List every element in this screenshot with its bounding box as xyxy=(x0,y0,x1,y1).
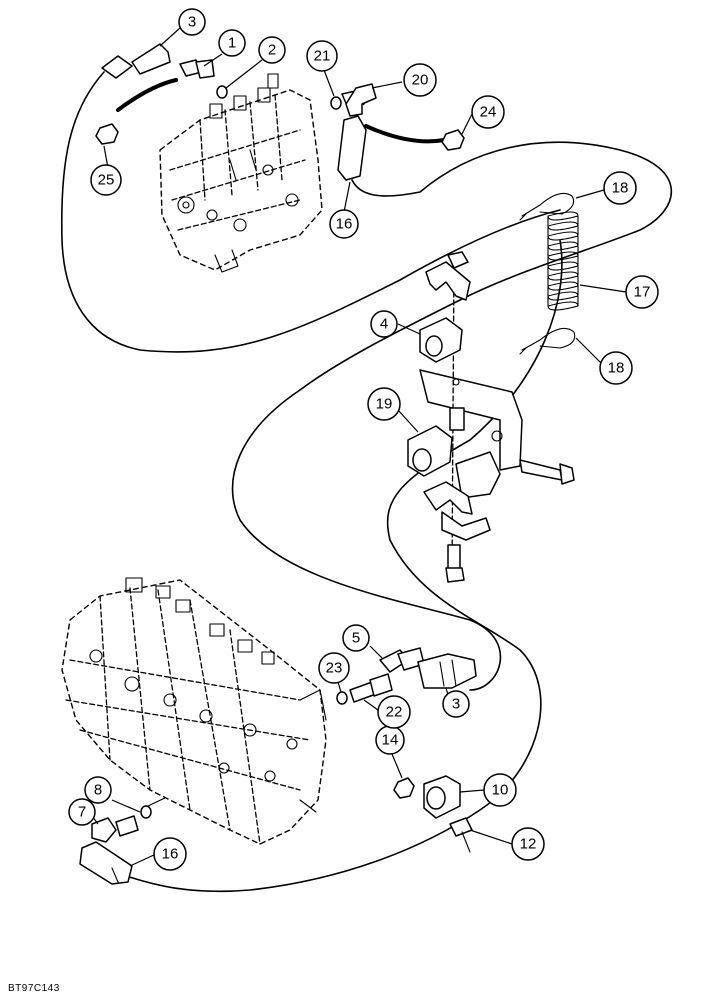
callout-1-label: 1 xyxy=(228,35,236,52)
callout-8: 8 xyxy=(84,776,112,804)
callout-20: 20 xyxy=(403,63,437,97)
callout-24-label: 24 xyxy=(480,104,497,121)
callout-2-label: 2 xyxy=(268,42,276,59)
callout-21: 21 xyxy=(306,40,338,72)
callout-25: 25 xyxy=(90,164,122,196)
callout-12-label: 12 xyxy=(520,836,537,853)
callout-23-label: 23 xyxy=(326,660,343,677)
mounting-bracket xyxy=(419,251,575,583)
callouts: 1 2 3 3 4 5 7 8 xyxy=(68,8,659,871)
callout-3-upper: 3 xyxy=(178,8,206,36)
callout-3-upper-label: 3 xyxy=(188,14,196,31)
callout-18-upper: 18 xyxy=(603,171,637,205)
callout-24: 24 xyxy=(471,95,505,129)
upper-fittings-right xyxy=(330,83,465,181)
callout-18-lower-label: 18 xyxy=(608,360,625,377)
clamp-19 xyxy=(407,425,453,477)
callout-17: 17 xyxy=(625,275,659,309)
callout-18-upper-label: 18 xyxy=(612,180,629,197)
callout-22: 22 xyxy=(377,695,411,729)
callout-5: 5 xyxy=(342,624,370,652)
callout-16-lower-label: 16 xyxy=(162,846,179,863)
callout-14-label: 14 xyxy=(382,732,399,749)
callout-19: 19 xyxy=(367,387,401,421)
callout-17-label: 17 xyxy=(634,284,651,301)
clamp-4 xyxy=(419,317,463,363)
callout-12: 12 xyxy=(511,827,545,861)
callout-3-lower-label: 3 xyxy=(452,696,460,713)
lower-fittings xyxy=(79,647,477,885)
callout-16-lower: 16 xyxy=(153,837,187,871)
hydraulic-lines xyxy=(60,71,673,893)
callout-7-label: 7 xyxy=(78,804,86,821)
callout-8-label: 8 xyxy=(94,782,102,799)
callout-16-upper: 16 xyxy=(329,209,359,239)
callout-18-lower: 18 xyxy=(599,351,633,385)
callout-7: 7 xyxy=(68,798,96,826)
callout-5-label: 5 xyxy=(352,630,360,647)
callout-22-label: 22 xyxy=(386,704,403,721)
callout-4: 4 xyxy=(370,310,398,338)
callout-16-upper-label: 16 xyxy=(336,216,353,233)
upper-fittings-left xyxy=(95,43,228,145)
callout-23: 23 xyxy=(318,652,350,684)
upper-control-valve xyxy=(159,73,323,273)
lower-control-valve xyxy=(61,577,327,845)
callout-4-label: 4 xyxy=(380,316,388,333)
callout-21-label: 21 xyxy=(314,48,331,65)
callout-14: 14 xyxy=(375,725,405,755)
callout-19-label: 19 xyxy=(376,396,393,413)
callout-2: 2 xyxy=(258,36,286,64)
callout-3-lower: 3 xyxy=(442,690,470,718)
callout-1: 1 xyxy=(218,29,246,57)
callout-10: 10 xyxy=(483,773,517,807)
spring-assembly xyxy=(519,192,579,355)
callout-20-label: 20 xyxy=(412,72,429,89)
callout-10-label: 10 xyxy=(492,782,509,799)
figure-reference-code: BT97C143 xyxy=(8,983,60,994)
callout-25-label: 25 xyxy=(98,172,115,189)
